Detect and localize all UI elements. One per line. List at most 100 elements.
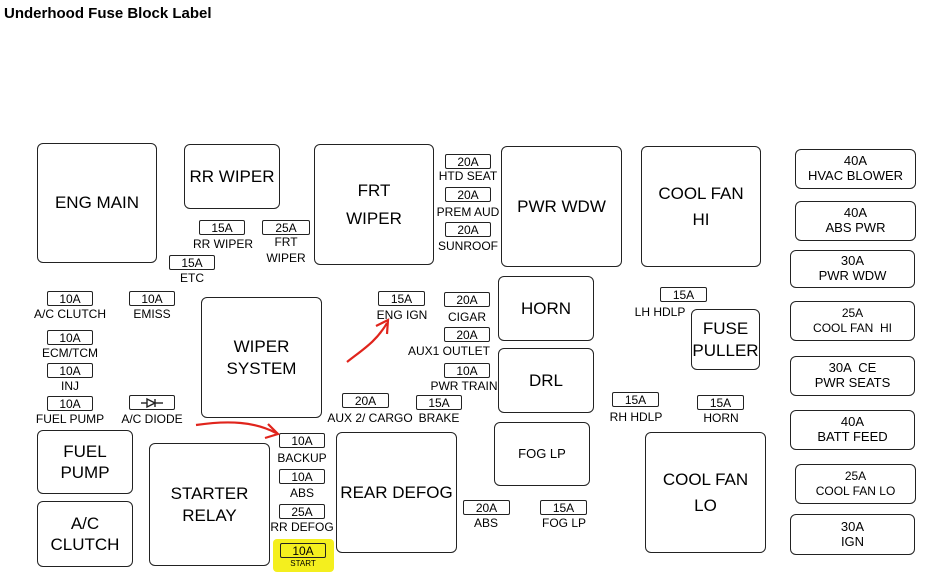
fuse-abs-mid: 20A (463, 500, 510, 515)
fuse-start: 10A (280, 543, 326, 558)
fuse-fog-lp-label: FOG LP (541, 516, 586, 530)
fuse-start-label: START (290, 559, 316, 568)
fuse-sunroof: 20A (445, 222, 491, 237)
ac-diode-label: A/C DIODE (121, 412, 183, 426)
rear-defog-relay: REAR DEFOG (336, 432, 457, 553)
fuse-fog-lp: 15A (540, 500, 587, 515)
fuse-aux1-outlet: 20A (444, 327, 490, 342)
horn-relay-label: HORN (520, 298, 572, 318)
fuse-puller-label-1: FUSE (702, 319, 749, 339)
maxi-fuse-batt-feed: 40A BATT FEED (790, 410, 915, 450)
fuse-htd-seat-label: HTD SEAT (438, 169, 498, 183)
fuel-pump-label-2: PUMP (60, 463, 110, 482)
horn-relay: HORN (498, 276, 594, 341)
fuse-cigar-label: CIGAR (447, 310, 486, 324)
fuse-horn-label: HORN (703, 411, 739, 425)
arrowhead-backup (264, 423, 281, 440)
fuse-rr-wiper: 15A (199, 220, 245, 235)
fuse-puller: FUSE PULLER (691, 309, 760, 370)
fuse-ecm-tcm: 10A (47, 330, 93, 345)
fuse-rr-defog: 25A (279, 504, 325, 519)
cool-fan-hi-label-1: COOL FAN (658, 184, 744, 204)
fuse-abs-left-label: ABS (289, 486, 314, 500)
frt-wiper-relay: FRT WIPER (314, 144, 434, 265)
frt-wiper-label-1: FRT (357, 181, 391, 201)
fuse-frt-wiper: 25A (262, 220, 310, 235)
starter-relay-label-2: RELAY (182, 505, 237, 525)
pwr-wdw-label: PWR WDW (517, 196, 606, 216)
eng-main-relay: ENG MAIN (37, 143, 157, 263)
diagram-title: Underhood Fuse Block Label (4, 5, 212, 22)
maxi-fuse-amp: 30A (840, 518, 865, 534)
fuse-backup-label: BACKUP (277, 451, 327, 465)
maxi-fuse-name: HVAC BLOWER (807, 168, 904, 183)
fuse-fuel-pump-label: FUEL PUMP (35, 412, 105, 426)
fuse-abs-left: 10A (279, 469, 325, 484)
maxi-fuse-pwr-seats: 30A CE PWR SEATS (790, 356, 915, 396)
fuse-rh-hdlp: 15A (612, 392, 659, 407)
maxi-fuse-amp: 40A (843, 205, 868, 221)
ac-clutch-relay: A/C CLUTCH (37, 501, 133, 567)
fuel-pump-label-1: FUEL (63, 441, 107, 461)
drl-relay: DRL (498, 348, 594, 413)
pwr-wdw-relay: PWR WDW (501, 146, 622, 267)
fog-lp-relay-label: FOG LP (518, 445, 566, 461)
drl-label: DRL (528, 370, 563, 390)
starter-relay-label-1: STARTER (170, 484, 249, 504)
maxi-fuse-hvac-blower: 40A HVAC BLOWER (795, 149, 916, 189)
rr-wiper-label: RR WIPER (189, 166, 275, 186)
frt-wiper-label-2: WIPER (346, 208, 402, 228)
eng-main-label: ENG MAIN (54, 193, 140, 213)
fuse-ac-clutch-label: A/C CLUTCH (33, 307, 106, 321)
fuse-etc: 15A (169, 255, 215, 270)
maxi-fuse-name: BATT FEED (817, 429, 888, 444)
fuse-htd-seat: 20A (445, 154, 491, 169)
maxi-fuse-amp: 30A CE (828, 360, 877, 376)
arrow-to-eng-ign (346, 322, 388, 363)
ac-clutch-label-1: A/C (70, 513, 100, 533)
fuse-emiss-label: EMISS (133, 307, 171, 321)
ac-clutch-label-2: CLUTCH (50, 535, 120, 554)
maxi-fuse-name: COOL FAN HI (813, 321, 892, 335)
ac-diode (129, 395, 175, 410)
fuse-rr-wiper-label: RR WIPER (193, 237, 253, 251)
fuse-frt-wiper-label-1: FRT (274, 235, 298, 249)
fuse-fuel-pump: 10A (47, 396, 93, 411)
fuse-horn: 15A (697, 395, 744, 410)
fuse-abs-mid-label: ABS (473, 516, 498, 530)
fuse-cigar: 20A (444, 292, 490, 307)
diode-icon (141, 397, 163, 408)
maxi-fuse-name: IGN (840, 533, 865, 549)
maxi-fuse-amp: 25A (844, 469, 867, 483)
maxi-fuse-name: PWR WDW (818, 268, 887, 283)
fuse-brake-label: BRAKE (418, 411, 460, 425)
wiper-system-label-2: SYSTEM (226, 358, 297, 378)
fuse-lh-hdlp: 15A (660, 287, 707, 302)
fuse-brake: 15A (416, 395, 462, 410)
fuse-inj-label: INJ (61, 379, 79, 393)
maxi-fuse-cool-fan-lo: 25A COOL FAN LO (795, 464, 916, 504)
fog-lp-relay: FOG LP (494, 422, 590, 486)
maxi-fuse-ign: 30A IGN (790, 514, 915, 555)
fuse-ac-clutch: 10A (47, 291, 93, 306)
fuse-frt-wiper-label: FRT WIPER (258, 235, 314, 266)
maxi-fuse-name: ABS PWR (825, 220, 886, 235)
cool-fan-lo-relay: COOL FAN LO (645, 432, 766, 553)
fuse-eng-ign-label: ENG IGN (376, 308, 428, 322)
fuse-aux2-cargo-label: AUX 2/ CARGO (327, 411, 413, 425)
fuse-pwr-train-label: PWR TRAIN (430, 379, 498, 393)
maxi-fuse-amp: 40A (843, 153, 868, 169)
fuse-prem-aud: 20A (445, 187, 491, 202)
fuel-pump-relay: FUEL PUMP (37, 430, 133, 494)
maxi-fuse-pwr-wdw: 30A PWR WDW (790, 250, 915, 288)
starter-relay: STARTER RELAY (149, 443, 270, 566)
fuse-prem-aud-label: PREM AUD (436, 205, 500, 219)
rr-wiper-relay: RR WIPER (184, 144, 280, 209)
fuse-frt-wiper-label-2: WIPER (266, 251, 306, 266)
fuse-aux2-cargo: 20A (342, 393, 389, 408)
arrowhead-eng-ign (375, 318, 390, 335)
fuse-eng-ign: 15A (378, 291, 425, 306)
wiper-system-label-1: WIPER (233, 337, 290, 357)
fuse-sunroof-label: SUNROOF (438, 239, 498, 253)
